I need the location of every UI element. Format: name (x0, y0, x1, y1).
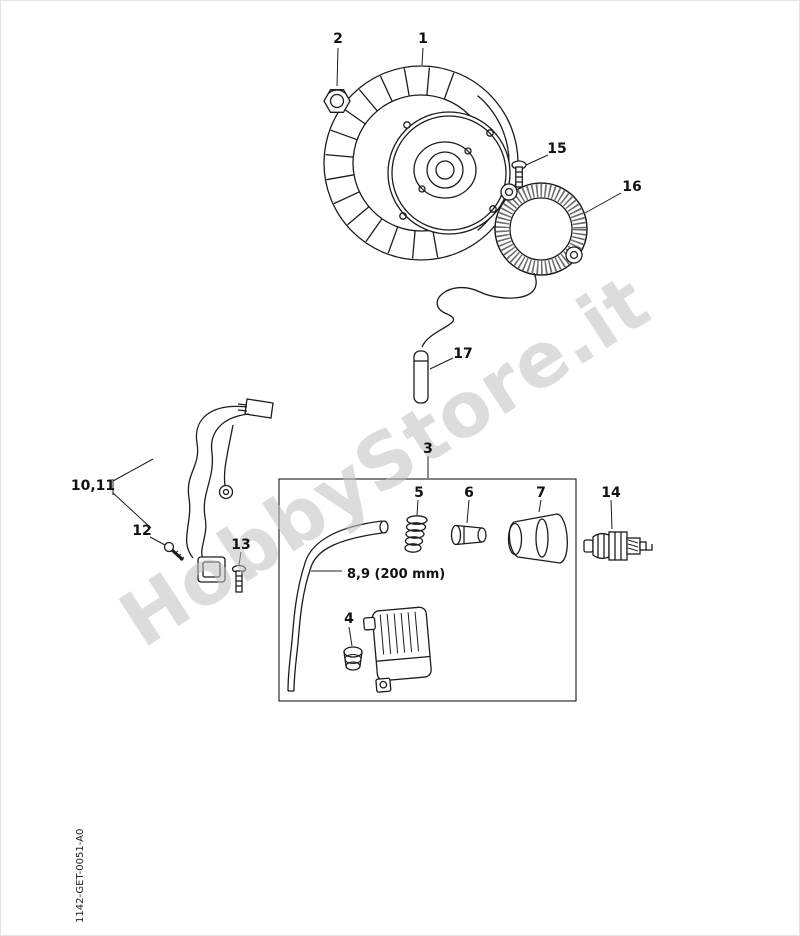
terminal-sleeve-6 (450, 524, 487, 546)
screw-13 (231, 564, 247, 593)
callout-7: 7 (536, 485, 546, 501)
screw-15 (511, 160, 527, 188)
callout-5: 5 (414, 485, 424, 501)
leader-lines (112, 47, 622, 647)
callout-15: 15 (547, 141, 566, 157)
callout-10-11: 10,11 (71, 478, 115, 494)
ignition-lead-wire (421, 272, 537, 348)
callout-14: 14 (601, 485, 621, 501)
callout-8-9: 8,9 (200 mm) (347, 567, 445, 582)
screw-12 (163, 541, 185, 562)
callout-2: 2 (333, 31, 343, 47)
callout-17: 17 (453, 346, 472, 362)
grommet-4 (343, 646, 363, 671)
spring-5 (404, 515, 428, 553)
flywheel-nut (323, 89, 351, 113)
watermark: HobbyStore.it (104, 257, 665, 664)
callout-1: 1 (418, 31, 428, 47)
spark-plug-boot-7 (507, 513, 568, 564)
ignition-ring (494, 182, 588, 276)
detail-box (278, 478, 577, 702)
spark-plug-14 (583, 531, 653, 561)
callout-3: 3 (423, 441, 433, 457)
flywheel-fins (325, 67, 455, 259)
callout-labels: 1 2 15 16 17 3 10,11 12 13 5 6 7 14 8,9 … (71, 31, 642, 627)
callout-13: 13 (231, 537, 250, 553)
callout-16: 16 (622, 179, 641, 195)
wiring-harness (185, 398, 274, 583)
ignition-lead-89 (287, 520, 389, 692)
ignition-module (362, 606, 432, 693)
callout-4: 4 (344, 611, 354, 627)
plug-boot-17 (413, 350, 429, 404)
callout-6: 6 (464, 485, 474, 501)
callout-12: 12 (132, 523, 151, 539)
flywheel (323, 65, 519, 261)
document-code: 1142-GET-0051-A0 (75, 829, 86, 923)
